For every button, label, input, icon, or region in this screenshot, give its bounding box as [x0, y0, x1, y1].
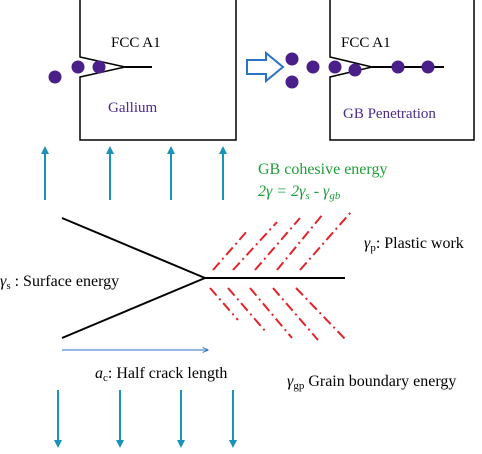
crack-upper-flank — [61, 217, 206, 279]
plastic-work-label: γp: Plastic work — [364, 235, 464, 254]
plastic-zone-line — [212, 229, 249, 271]
plastic-zone-line — [227, 287, 267, 333]
left-grain-box — [79, 0, 237, 141]
gallium-atom — [328, 60, 342, 74]
left-gallium-label: Gallium — [108, 100, 157, 116]
gallium-atom — [421, 60, 435, 74]
gallium-atom — [391, 60, 405, 74]
gallium-atom — [92, 60, 106, 74]
half-crack-length-label: ac: Half crack length — [95, 365, 227, 384]
plastic-zone-line — [272, 287, 319, 341]
surface-energy-label: γs : Surface energy — [0, 273, 119, 292]
cohesive-energy-title: GB cohesive energy — [258, 161, 387, 178]
gallium-atom — [285, 75, 299, 89]
plastic-zone-line — [276, 213, 324, 271]
gallium-atom — [71, 60, 85, 74]
plastic-zone-line — [249, 287, 293, 339]
right-penetration-label: GB Penetration — [343, 106, 436, 122]
plastic-zone-line — [295, 287, 347, 341]
gallium-atom — [306, 60, 320, 74]
gallium-atom — [48, 70, 62, 84]
plastic-zone-line — [254, 217, 301, 271]
right-grain-box — [329, 0, 475, 141]
gallium-atom — [285, 52, 299, 66]
left-material-label: FCC A1 — [111, 35, 161, 51]
gallium-atom — [348, 63, 362, 77]
plastic-zone-line — [299, 211, 352, 271]
penetration-arrow-icon — [246, 50, 285, 84]
plastic-zone-line — [209, 287, 239, 321]
plastic-zone-line — [232, 221, 278, 271]
grain-boundary-energy-label: γgp Grain boundary energy — [287, 373, 456, 392]
right-material-label: FCC A1 — [341, 35, 391, 51]
crack-lower-flank — [61, 277, 206, 339]
cohesive-energy-formula: 2γ = 2γs - γgb — [258, 183, 341, 202]
